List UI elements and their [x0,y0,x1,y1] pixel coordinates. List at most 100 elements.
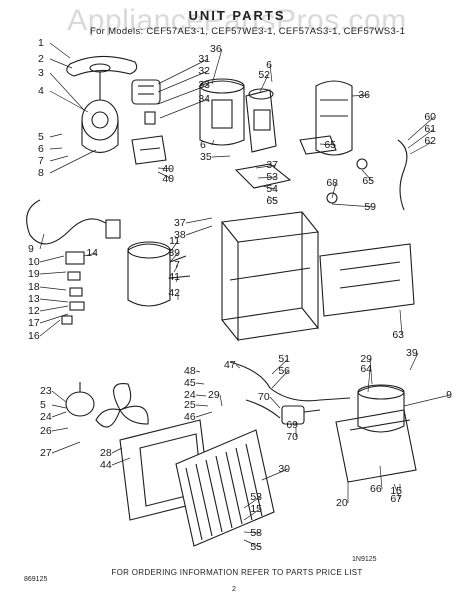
callout-leader [267,195,277,202]
callout-leader [169,240,179,253]
callout-label: 5 [40,399,46,411]
callout-label: 11 [169,235,180,247]
callout-leader [157,171,173,180]
callout-label: 20 [336,497,348,509]
callout-leader [39,319,61,337]
callout-label: 25 [184,399,196,411]
callout-leader [269,396,281,409]
callout-leader [407,116,435,141]
callout-label: 10 [28,256,40,268]
illustration-code-right: 1N9125 [352,556,377,563]
refrigerant-tubing [229,361,351,419]
capillary-tube [299,135,408,211]
callout-label: 58 [250,527,262,539]
base-frame [220,211,320,342]
callout-leader [39,313,69,324]
callout-leader [51,390,67,403]
callout-leader [259,74,269,93]
callout-label: 19 [28,268,40,280]
callout-leader [243,508,261,521]
callout-label: 13 [28,293,40,305]
callout-label: 62 [424,135,436,147]
callout-leader [369,358,373,385]
callout-leader [211,48,223,85]
callout-label: 53 [250,491,262,503]
callout-leader [39,305,69,312]
thermostat-housing [199,78,245,146]
callout-label: 65 [362,175,374,187]
callout-leader [255,164,277,169]
callout-leader [403,394,451,407]
callout-label: 24 [40,411,52,423]
valve-assembly [234,88,292,189]
callout-leader [51,411,67,418]
callout-label: 29 [360,353,372,365]
callout-leader [49,149,97,174]
callout-label: 31 [198,53,210,65]
callout-label: 68 [326,177,338,189]
callout-label: 61 [424,123,436,135]
callout-leader [195,382,205,385]
fan-blade [95,382,149,428]
callout-leader [235,364,241,369]
callout-leader [269,64,273,83]
callout-leader [393,483,401,500]
page-number: 2 [232,586,236,593]
condenser-coil [175,429,275,547]
callout-leader [195,370,201,373]
callout-label: 60 [424,111,436,123]
callout-leader [49,90,89,113]
callout-label: 65 [324,139,336,151]
callout-leader [409,352,419,371]
callout-label: 70 [286,431,298,443]
callout-leader [49,42,71,59]
ordering-note: FOR ORDERING INFORMATION REFER TO PARTS … [111,568,363,577]
compressor-lower [335,384,417,483]
callout-label: 7 [174,259,180,271]
callout-leader [39,233,45,250]
callout-leader [51,404,67,409]
callout-label: 56 [278,365,290,377]
callout-leader [157,167,173,170]
callout-label: 59 [364,201,376,213]
power-cord [26,199,121,245]
fan-motor-lower [65,382,95,417]
callout-label: 38 [174,229,186,241]
callout-label: 3 [38,67,44,79]
callout-label: 30 [278,463,290,475]
belt-pulley [66,55,138,77]
callout-label: 5 [38,131,44,143]
callout-leader [49,147,63,150]
callout-label: 48 [184,365,196,377]
callout-label: 28 [100,447,112,459]
callout-label: 33 [198,79,210,91]
callout-leader [169,252,179,263]
callout-label: 69 [286,419,298,431]
callout-label: 16 [28,330,40,342]
callout-label: 47 [224,359,236,371]
callout-leader [185,217,213,224]
control-switch [131,79,161,125]
callout-leader [195,394,207,397]
callout-leader [243,496,261,509]
callout-leader [157,58,209,85]
callout-label: 53 [266,171,278,183]
watermark: AppliancePartsPros.com [67,4,407,37]
callout-label: 14 [86,247,98,259]
callout-label: 45 [184,377,196,389]
callout-leader [195,404,209,407]
callout-leader [257,176,277,179]
callout-leader [49,72,85,111]
callout-leader [271,358,289,375]
callout-leader [407,128,435,149]
callout-leader [331,182,337,199]
callout-leader [351,94,369,97]
callout-label: 39 [406,347,418,359]
shroud [319,243,415,317]
callout-label: 8 [38,167,44,179]
callout-label: 42 [168,287,180,299]
callout-leader [399,309,403,336]
page-title: UNIT PARTS [188,8,286,23]
